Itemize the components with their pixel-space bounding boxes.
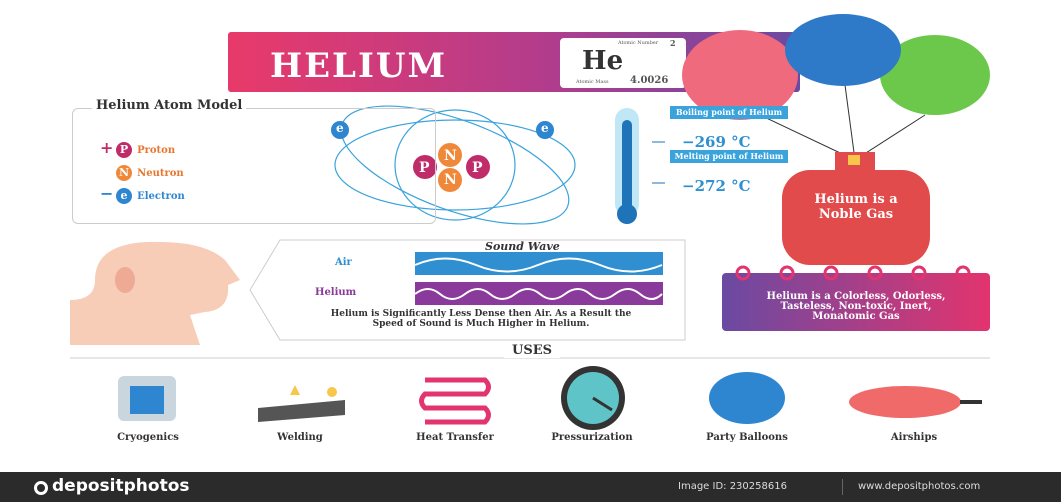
atomic-mass-label: Atomic Mass [576, 79, 609, 85]
pink-balloon-icon [682, 30, 798, 120]
helium-label: Helium [315, 287, 357, 298]
blue-balloon-icon [785, 14, 901, 86]
party-balloon-icon [709, 372, 785, 424]
gas-tank-icon [782, 152, 930, 265]
ring-binder-icon [735, 265, 971, 281]
sound-wave-box [249, 239, 686, 341]
uses-title: USES [504, 343, 561, 358]
cryogenics-icon [118, 376, 176, 421]
air-wave [415, 252, 663, 275]
footer-site-link[interactable]: www.depositphotos.com [858, 481, 981, 492]
atom-icon [334, 105, 576, 225]
green-balloon-icon [880, 35, 990, 115]
use-welding: Welding [277, 432, 323, 443]
depositphotos-logo-icon [34, 481, 48, 495]
boiling-value: −269 °C [682, 133, 751, 151]
atomic-number: 2 [670, 38, 676, 48]
element-card: Atomic Number 2 He Atomic Mass 4.0026 [560, 38, 686, 88]
atom-model-box [72, 108, 436, 224]
legend-neutron: N Neutron [100, 161, 185, 184]
pressurization-icon [561, 366, 625, 430]
legend-electron: −e Electron [100, 184, 185, 204]
sound-wave-title: Sound Wave [485, 240, 560, 253]
element-symbol: He [582, 46, 624, 76]
atom-legend: +P Proton N Neutron −e Electron [100, 138, 185, 207]
electron-label: e [541, 121, 549, 135]
use-cryogenics: Cryogenics [117, 432, 179, 443]
airship-icon [849, 386, 982, 418]
air-label: Air [335, 257, 352, 268]
sound-caption: Helium is Significantly Less Dense then … [330, 309, 632, 329]
properties-text: Helium is a Colorless, Odorless, Tastele… [766, 291, 946, 322]
use-heat-transfer: Heat Transfer [416, 432, 494, 443]
legend-proton: +P Proton [100, 138, 176, 158]
use-pressurization: Pressurization [551, 432, 633, 443]
use-airships: Airships [890, 432, 938, 443]
use-party-balloons: Party Balloons [706, 432, 788, 443]
melting-label: Melting point of Helium [670, 150, 788, 163]
atomic-number-label: Atomic Number [618, 40, 659, 46]
illustration [70, 14, 990, 430]
footer-bar: depositphotos Image ID: 230258616 www.de… [0, 472, 1061, 502]
ear-icon [115, 267, 135, 293]
melting-value: −272 °C [682, 177, 751, 195]
footer-divider [842, 479, 843, 495]
page-title: HELIUM [270, 46, 448, 86]
properties-card [722, 273, 990, 331]
heat-transfer-icon [419, 377, 491, 425]
welding-icon [258, 385, 345, 422]
noble-gas-text: Helium is a Noble Gas [814, 192, 898, 222]
electron-label: e [336, 121, 344, 135]
footer-brand: depositphotos [52, 476, 190, 496]
atomic-mass: 4.0026 [630, 75, 669, 86]
head-icon [70, 241, 240, 345]
image-id: Image ID: 230258616 [678, 481, 787, 492]
boiling-label: Boiling point of Helium [670, 106, 788, 119]
atom-model-title: Helium Atom Model [92, 98, 247, 113]
thermometer-icon [615, 108, 665, 224]
